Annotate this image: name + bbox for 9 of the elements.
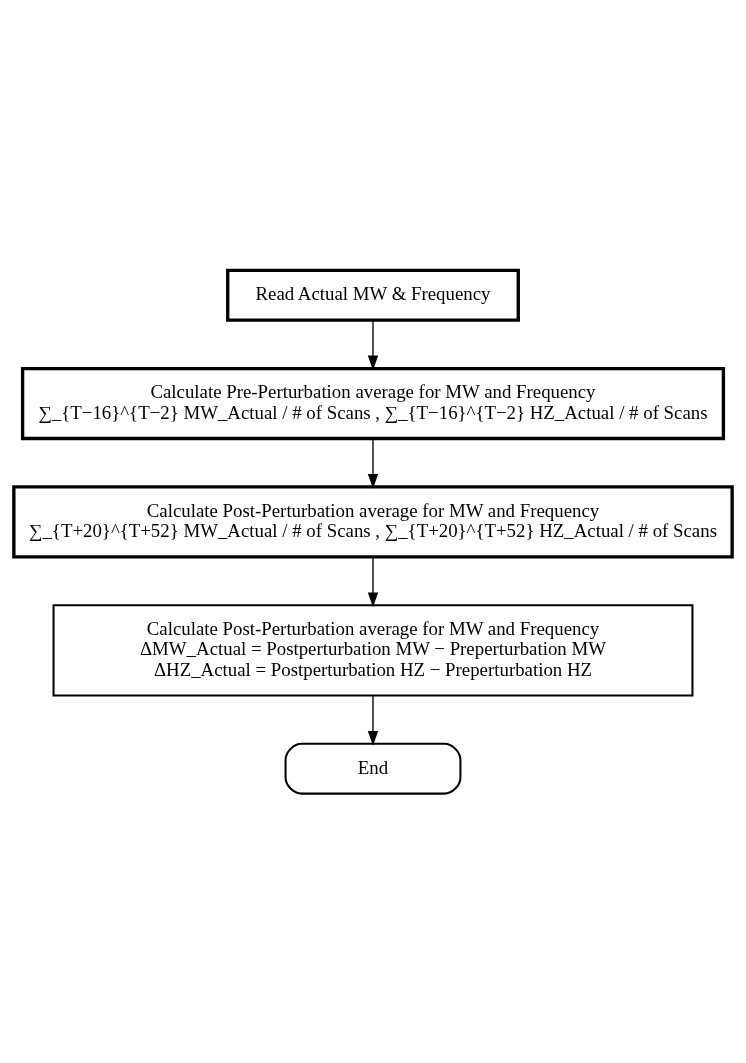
arrow [367, 694, 379, 746]
node-box: Calculate Post-Perturbation average for MW and Frequency ΔMW_Actual = Postperturbation MW − Preperturbation MW ΔHZ_Actual = Postperturbation HZ − Preperturbation HZ [52, 603, 694, 696]
arrow [367, 555, 379, 607]
node-box: Calculate Pre-Perturbation average for MW and Frequency ∑_{T−16}^{T−2} MW_Actual / # of Scans , ∑_{T−16}^{T−2} HZ_Actual / # of Scans [20, 366, 726, 440]
node-box: End [284, 742, 462, 795]
arrow [367, 319, 379, 370]
arrow [367, 437, 379, 489]
node-box: Calculate Post-Perturbation average for MW and Frequency ∑_{T+20}^{T+52} MW_Actual / # of Scans , ∑_{T+20}^{T+52} HZ_Actual / # of Scans [12, 484, 734, 559]
node-box: Read Actual MW & Frequency [226, 268, 520, 322]
